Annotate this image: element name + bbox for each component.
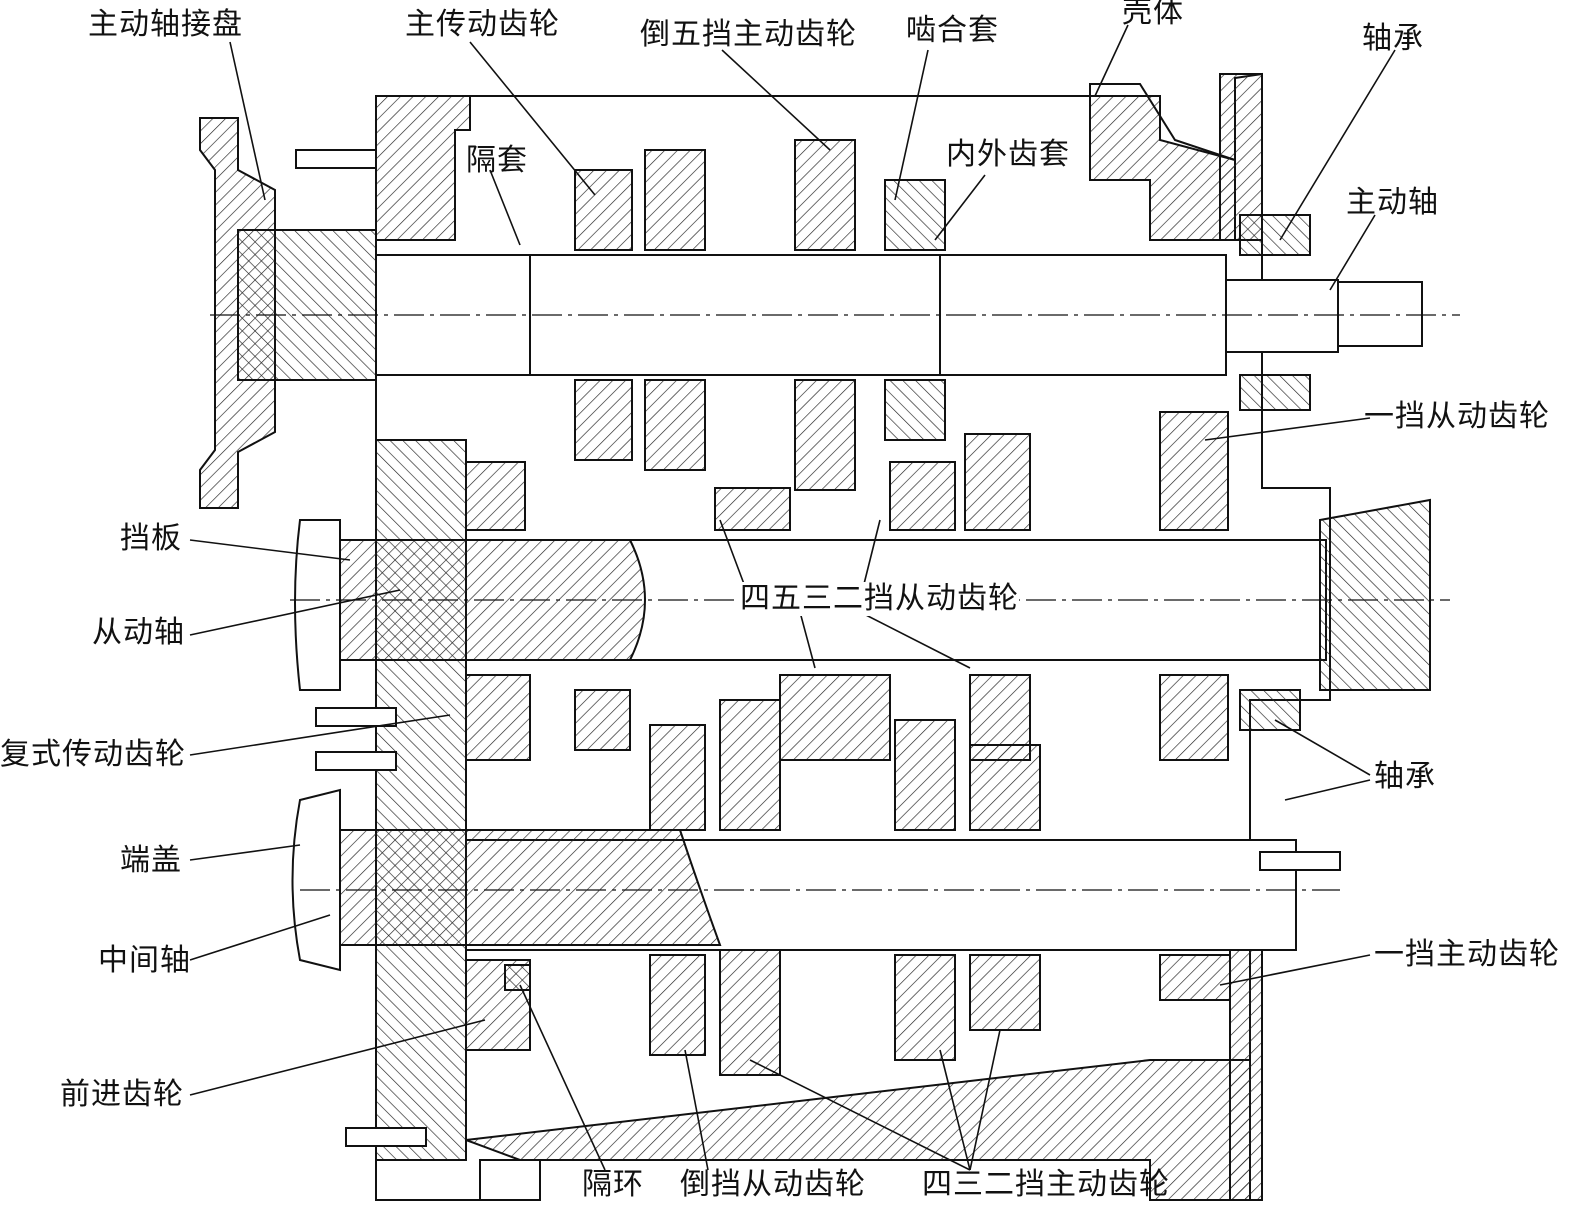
gear-mid-4 xyxy=(465,461,526,531)
flange-hub xyxy=(237,229,377,381)
first-drive-gear xyxy=(1159,954,1231,1001)
compound-gear xyxy=(574,689,631,751)
gear-mid-low-1 xyxy=(779,674,891,761)
bolt-1 xyxy=(295,149,377,169)
label-bearing-top: 轴承 xyxy=(1362,21,1424,56)
drain-plug xyxy=(479,1159,541,1201)
label-spacer-sleeve: 隔套 xyxy=(466,143,528,178)
gear-top-3 xyxy=(794,139,856,251)
housing-bottom-slope xyxy=(465,1059,1251,1201)
bolt-5 xyxy=(1259,851,1341,871)
top-bearing-lower xyxy=(1239,374,1311,411)
countershaft-hub xyxy=(339,829,722,946)
gear-first-driven xyxy=(1159,411,1229,531)
output-bevel xyxy=(1319,498,1431,691)
gear-up-on-counter-3 xyxy=(894,719,956,831)
label-drive-shaft: 主动轴 xyxy=(1346,185,1439,220)
gear-mid-low-3 xyxy=(1159,674,1229,761)
label-compound-drive-gear: 复式传动齿轮 xyxy=(0,737,186,772)
gear-mid-1 xyxy=(964,433,1031,531)
gear-mid-3 xyxy=(714,487,791,531)
main-drive-gear xyxy=(574,169,633,251)
label-drive-gears-432: 四三二挡主动齿轮 xyxy=(922,1167,1170,1202)
drive-shaft-stub xyxy=(1225,279,1339,353)
label-spacer-ring: 隔环 xyxy=(582,1167,644,1202)
label-bearing-right: 轴承 xyxy=(1374,759,1436,794)
bolt-4 xyxy=(345,1127,427,1147)
label-inner-outer-gear-sleeve: 内外齿套 xyxy=(946,137,1070,172)
right-bearing-mid xyxy=(1239,689,1301,731)
gear-low-2 xyxy=(719,949,781,1076)
label-engagement-sleeve: 啮合套 xyxy=(906,13,999,48)
gear-up-on-counter-2 xyxy=(719,699,781,831)
label-reverse-driven-gear: 倒挡从动齿轮 xyxy=(680,1167,866,1202)
gear-low-3 xyxy=(894,954,956,1061)
driven-shaft-hub xyxy=(339,539,646,661)
top-bearing xyxy=(1239,214,1311,256)
label-end-cover: 端盖 xyxy=(120,843,182,878)
label-reverse-fifth-drive-gear: 倒五挡主动齿轮 xyxy=(640,17,857,52)
bolt-3 xyxy=(315,751,397,771)
label-first-gear-driven: 一挡从动齿轮 xyxy=(1364,399,1550,434)
gear-lower-2 xyxy=(644,379,706,471)
main-drive-gear-lower xyxy=(574,379,633,461)
reverse-fifth-gear-top xyxy=(644,149,706,251)
label-forward-gear: 前进齿轮 xyxy=(60,1077,184,1112)
label-driven-gears-4532: 四五三二挡从动齿轮 xyxy=(740,581,1019,616)
gear-up-on-counter-4 xyxy=(969,744,1041,831)
label-drive-shaft-flange: 主动轴接盘 xyxy=(88,7,243,42)
bolt-2 xyxy=(315,707,397,727)
end-cover-shape xyxy=(291,788,341,972)
label-housing: 壳体 xyxy=(1122,0,1184,30)
reverse-driven-gear xyxy=(649,954,706,1056)
gear-lower-3 xyxy=(794,379,856,491)
label-countershaft: 中间轴 xyxy=(98,943,191,978)
gear-mid-2 xyxy=(889,461,956,531)
housing-top-wall xyxy=(375,95,471,241)
sleeve-lower xyxy=(884,379,946,441)
label-first-gear-drive: 一挡主动齿轮 xyxy=(1374,937,1560,972)
gear-up-on-counter-1 xyxy=(649,724,706,831)
drive-shaft-end xyxy=(1337,281,1423,347)
end-cap-mid xyxy=(294,519,341,691)
label-driven-shaft: 从动轴 xyxy=(92,615,185,650)
engagement-sleeve-shape xyxy=(884,179,946,251)
spacer-ring-shape xyxy=(504,964,531,991)
label-main-drive-gear: 主传动齿轮 xyxy=(405,7,560,42)
label-baffle: 挡板 xyxy=(120,521,182,556)
gear-mid-low-4 xyxy=(465,674,531,761)
gear-low-4 xyxy=(969,954,1041,1031)
